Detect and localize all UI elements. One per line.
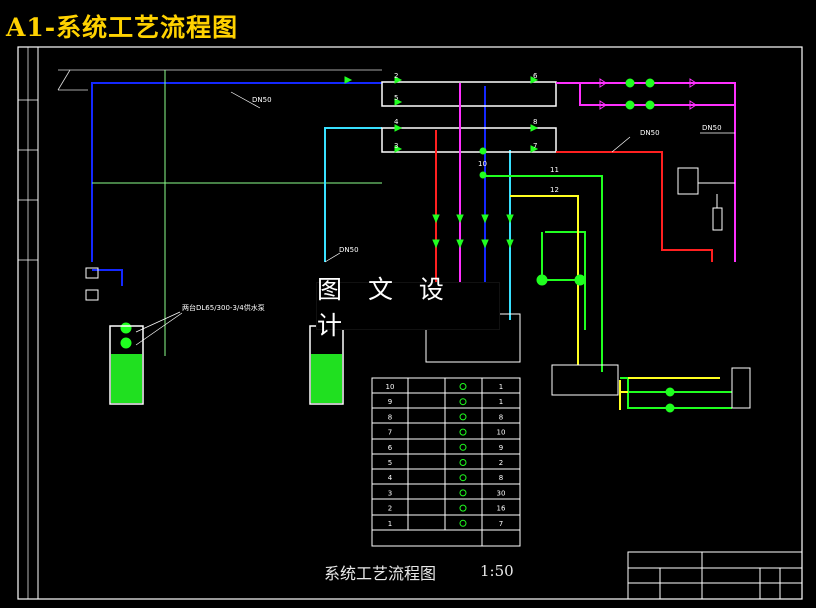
- pump-model-label: 两台DL65/300-3/4供水泵: [182, 303, 265, 312]
- dn50-label-b: DN50: [640, 129, 660, 137]
- meter-box: [677, 167, 699, 195]
- drawing-frame: [17, 46, 803, 600]
- legend-row-no: 4: [388, 474, 393, 482]
- num-5: 5: [394, 94, 398, 102]
- binding-ticks: [18, 47, 38, 599]
- legend-symbol-icon: [459, 474, 467, 482]
- unit-box: [731, 367, 751, 409]
- node-numbers: 2 3 4 5 6 7 8 10 11 12: [394, 72, 559, 194]
- exchanger-bottom: [381, 127, 557, 153]
- legend-rows: 10 1 9 1 8 8 7 10 6 9 5 2 4 8 3 30 2 16 1 7: [386, 383, 506, 528]
- legend-row-qty: 9: [499, 444, 503, 452]
- dn50-label-d: DN50: [339, 246, 359, 254]
- legend-row-qty: 10: [497, 429, 506, 437]
- legend-symbol-icon: [459, 398, 467, 406]
- tank-left: [109, 325, 144, 405]
- legend-row-qty: 1: [499, 383, 503, 391]
- legend-symbol-icon: [459, 428, 467, 436]
- legend-row-qty: 8: [499, 413, 503, 421]
- legend-row-qty: 30: [497, 489, 506, 497]
- legend-row-no: 1: [388, 520, 392, 528]
- legend-symbol-icon: [459, 383, 467, 390]
- pump-symbols-small: [599, 78, 697, 110]
- watermark: 图 文 设 计: [316, 275, 500, 340]
- resistor: [712, 207, 723, 231]
- legend-row-no: 9: [388, 398, 392, 406]
- title-block: [627, 551, 803, 600]
- legend-row-no: 3: [388, 489, 392, 497]
- legend-table: [371, 377, 521, 547]
- legend-row-no: 7: [388, 429, 392, 437]
- pump-station-box: [551, 364, 619, 396]
- legend-row-no: 10: [386, 383, 395, 391]
- blue-pipe: [91, 82, 486, 292]
- yellow-pipe: [510, 195, 720, 410]
- drawing-scale: 1:50: [480, 562, 514, 580]
- legend-symbol-icon: [459, 519, 467, 527]
- num-6: 6: [533, 72, 538, 80]
- legend-symbol-icon: [459, 459, 467, 466]
- num-12: 12: [550, 186, 559, 194]
- pipe-size-labels: DN50 DN50 DN50 DN50 两台DL65/300-3/4供水泵: [182, 96, 722, 312]
- magenta-pipe: [459, 82, 736, 292]
- num-7: 7: [533, 142, 537, 150]
- legend-row-no: 6: [388, 444, 393, 452]
- legend-row-qty: 7: [499, 520, 503, 528]
- legend-symbol-icon: [459, 489, 467, 497]
- dn50-label-a: DN50: [252, 96, 272, 104]
- legend-row-qty: 16: [497, 505, 506, 513]
- legend-row-no: 8: [388, 413, 392, 421]
- num-4: 4: [394, 118, 399, 126]
- legend-symbol-icon: [459, 504, 467, 512]
- num-11: 11: [550, 166, 559, 174]
- num-10: 10: [478, 160, 487, 168]
- drawing-title: 系统工艺流程图: [324, 564, 437, 583]
- legend-row-no: 5: [388, 459, 392, 467]
- legend-row-qty: 2: [499, 459, 503, 467]
- num-3: 3: [394, 142, 398, 150]
- page-title: A1-系统工艺流程图: [6, 13, 239, 42]
- num-2: 2: [394, 72, 398, 80]
- green-pipe: [485, 175, 732, 409]
- legend-symbol-icon: [459, 413, 467, 421]
- legend-row-no: 2: [388, 505, 392, 513]
- dn50-label-c: DN50: [702, 124, 722, 132]
- num-8: 8: [533, 118, 537, 126]
- exchanger-top: [381, 81, 557, 107]
- cyan-pipe: [324, 127, 511, 320]
- pump-symbols: [120, 78, 675, 413]
- valve-symbols: [344, 76, 539, 249]
- red-pipe: [435, 130, 713, 292]
- legend-row-qty: 8: [499, 474, 503, 482]
- legend-symbol-icon: [459, 443, 467, 451]
- legend-row-qty: 1: [499, 398, 503, 406]
